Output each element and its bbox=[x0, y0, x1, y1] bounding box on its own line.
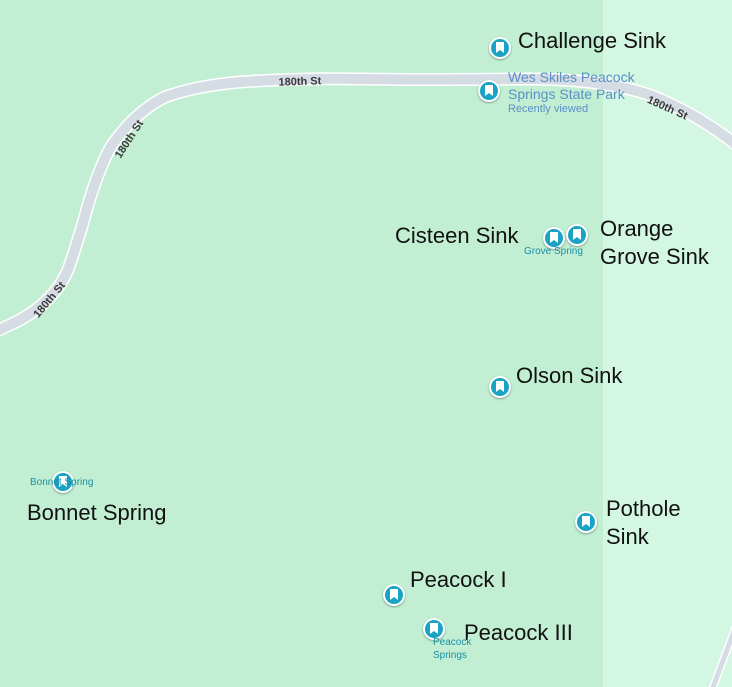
bookmark-icon bbox=[485, 85, 493, 96]
park-recently-viewed: Recently viewed bbox=[508, 103, 589, 115]
place-label-peacock-i[interactable]: Peacock I bbox=[410, 567, 507, 592]
bookmark-icon bbox=[550, 232, 558, 243]
bookmark-icon bbox=[496, 381, 504, 392]
place-pin-peacock-springs-park[interactable] bbox=[478, 80, 500, 102]
road-label: 180th St bbox=[31, 280, 68, 321]
bookmark-icon bbox=[390, 589, 398, 600]
bookmark-icon bbox=[573, 229, 581, 240]
place-label-orange-grove-line2[interactable]: Grove Sink bbox=[600, 244, 709, 269]
place-pin-orange-grove-sink[interactable] bbox=[566, 224, 588, 246]
place-label-grove-spring[interactable]: Grove Spring bbox=[524, 246, 583, 257]
place-label-orange-grove-line1[interactable]: Orange bbox=[600, 216, 674, 241]
place-pin-challenge-sink[interactable] bbox=[489, 37, 511, 59]
place-label-bonnet-spring-small[interactable]: Bonnet Spring bbox=[30, 477, 94, 488]
place-pin-grove-spring[interactable] bbox=[543, 227, 565, 249]
bookmark-icon bbox=[59, 476, 67, 487]
place-label-peacock-iii[interactable]: Peacock III bbox=[464, 620, 573, 645]
place-pin-olson-sink[interactable] bbox=[489, 376, 511, 398]
place-label-cisteen-sink[interactable]: Cisteen Sink bbox=[395, 223, 519, 248]
bookmark-icon bbox=[430, 623, 438, 634]
road-southeast[interactable] bbox=[710, 615, 732, 687]
place-label-olson-sink[interactable]: Olson Sink bbox=[516, 363, 623, 388]
road-180th-st-casing bbox=[0, 72, 732, 337]
park-name-line1[interactable]: Wes Skiles Peacock bbox=[508, 69, 635, 85]
state-park-area bbox=[0, 0, 603, 687]
place-label-bonnet-spring[interactable]: Bonnet Spring bbox=[27, 500, 167, 525]
road-label: 180th St bbox=[278, 75, 322, 88]
outside-park-area bbox=[603, 0, 732, 687]
bookmark-icon bbox=[496, 42, 504, 53]
road-180th-st[interactable] bbox=[0, 73, 732, 336]
park-name-line2[interactable]: Springs State Park bbox=[508, 86, 625, 102]
place-label-challenge-sink[interactable]: Challenge Sink bbox=[518, 28, 666, 53]
place-label-pothole-line1[interactable]: Pothole bbox=[606, 496, 681, 521]
place-label-peacock-springs-line2[interactable]: Springs bbox=[433, 650, 467, 661]
bookmark-icon bbox=[582, 516, 590, 527]
place-pin-pothole-sink[interactable] bbox=[575, 511, 597, 533]
place-pin-peacock-iii[interactable] bbox=[423, 618, 445, 640]
place-label-peacock-springs-line1[interactable]: Peacock bbox=[433, 637, 472, 648]
place-pin-peacock-i[interactable] bbox=[383, 584, 405, 606]
place-label-pothole-line2[interactable]: Sink bbox=[606, 524, 649, 549]
place-pin-bonnet-spring[interactable] bbox=[52, 471, 74, 493]
